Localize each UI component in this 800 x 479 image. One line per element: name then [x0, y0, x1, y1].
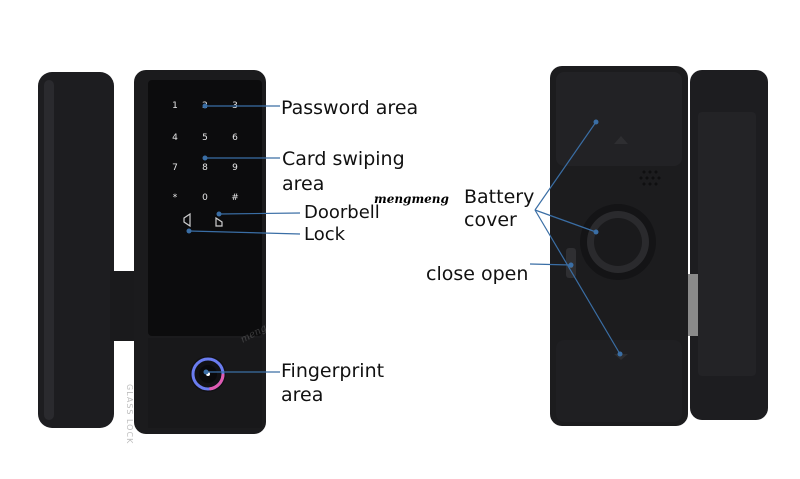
key-5: 5 [202, 133, 208, 143]
speaker-grille [639, 170, 661, 186]
key-0: 0 [202, 193, 208, 203]
key-8: 8 [202, 163, 208, 173]
battery-cover-label-line1: Battery [464, 186, 535, 208]
lock-icon-left [183, 212, 191, 228]
key-4: 4 [172, 133, 178, 143]
key-7: 7 [172, 163, 178, 173]
lock-label: Lock [304, 224, 346, 245]
back-lock-image [550, 66, 768, 426]
key-hash: # [231, 193, 239, 203]
key-star: * [172, 193, 178, 203]
battery-cover [556, 72, 682, 166]
card-swiping-label-line2: area [282, 173, 325, 195]
doorbell-label: Doorbell [304, 202, 380, 223]
keypad-glass [148, 80, 262, 336]
key-6: 6 [232, 133, 238, 143]
card-swiping-label-line1: Card swiping [282, 148, 405, 170]
fingerprint-label-line1: Fingerprint [281, 360, 385, 382]
front-lock-image [38, 70, 266, 434]
mengmeng-watermark: mengmeng [374, 192, 449, 206]
close-open-label: close open [426, 263, 529, 285]
key-9: 9 [232, 163, 238, 173]
key-1: 1 [172, 101, 178, 111]
password-area-label: Password area [281, 97, 419, 119]
glass-clamp-left [38, 72, 114, 428]
battery-cover-label-line2: cover [464, 209, 517, 231]
doorbell-icon [215, 216, 223, 227]
fingerprint-label-line2: area [281, 384, 324, 406]
